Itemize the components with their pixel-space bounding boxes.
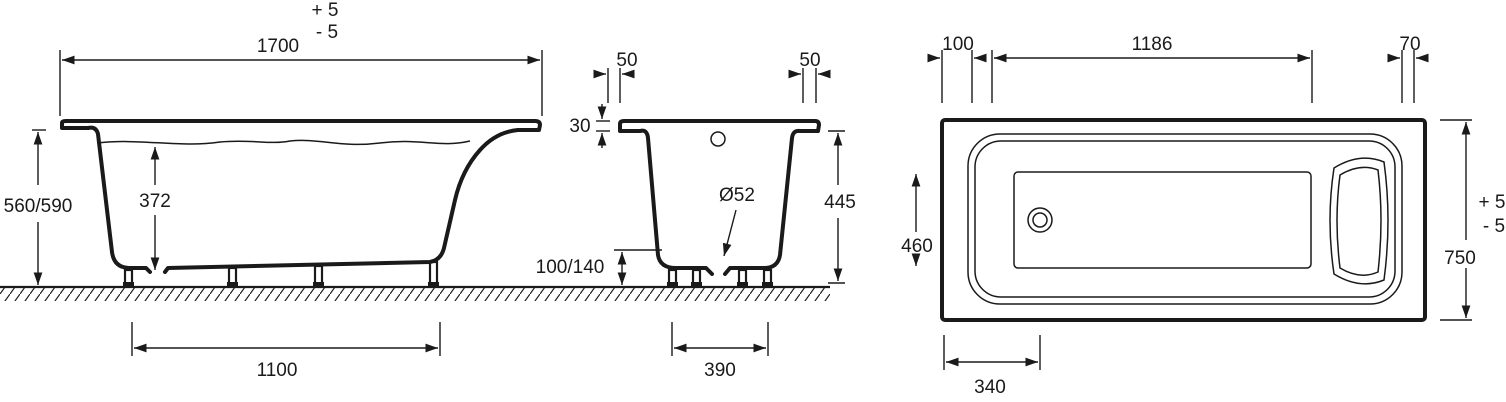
end-depth-label: 445 <box>824 192 856 213</box>
side-view: 1700 + 5 - 5 560/590 372 1100 <box>4 0 543 381</box>
length-label: 1700 <box>257 36 299 57</box>
width-tolerance-minus: - 5 <box>1483 216 1505 237</box>
side-rim <box>60 119 542 132</box>
length-tolerance-plus: + 5 <box>312 0 339 21</box>
end-tub-outline <box>638 128 802 276</box>
end-rim <box>618 119 821 133</box>
end-rim-left-label: 50 <box>616 50 637 71</box>
top-rim-right-label: 70 <box>1399 34 1420 55</box>
end-view: 50 50 30 445 Ø52 100/140 390 <box>536 50 856 381</box>
rim-height-label: 30 <box>569 116 590 137</box>
top-drain <box>1027 207 1053 233</box>
drain-offset-label: 340 <box>974 377 1006 398</box>
headrest <box>1329 157 1389 285</box>
top-view: 100 1186 70 460 750 + 5 - 5 340 <box>901 34 1505 398</box>
length-tolerance-minus: - 5 <box>316 22 338 43</box>
end-legs <box>667 268 773 287</box>
end-leg-spacing-label: 390 <box>704 360 736 381</box>
top-basin <box>1013 171 1312 269</box>
leg-height-label: 100/140 <box>536 257 605 278</box>
water-line <box>96 139 471 146</box>
side-legs <box>123 260 439 287</box>
width-label: 750 <box>1444 248 1476 269</box>
drain-diameter-label: Ø52 <box>719 185 755 206</box>
basin-width-label: 460 <box>901 236 933 257</box>
basin-length-label: 1186 <box>1132 34 1173 55</box>
end-rim-right-label: 50 <box>799 50 820 71</box>
side-tub-outline <box>86 125 520 274</box>
inner-depth-label: 372 <box>139 191 171 212</box>
floor-ground <box>0 285 830 301</box>
top-rim-left-label: 100 <box>942 34 974 55</box>
overflow-hole <box>710 131 726 147</box>
side-leg-spacing-label: 1100 <box>257 360 298 381</box>
top-outer-rim <box>940 118 1427 322</box>
height-label: 560/590 <box>4 196 73 217</box>
width-tolerance-plus: + 5 <box>1479 192 1506 213</box>
